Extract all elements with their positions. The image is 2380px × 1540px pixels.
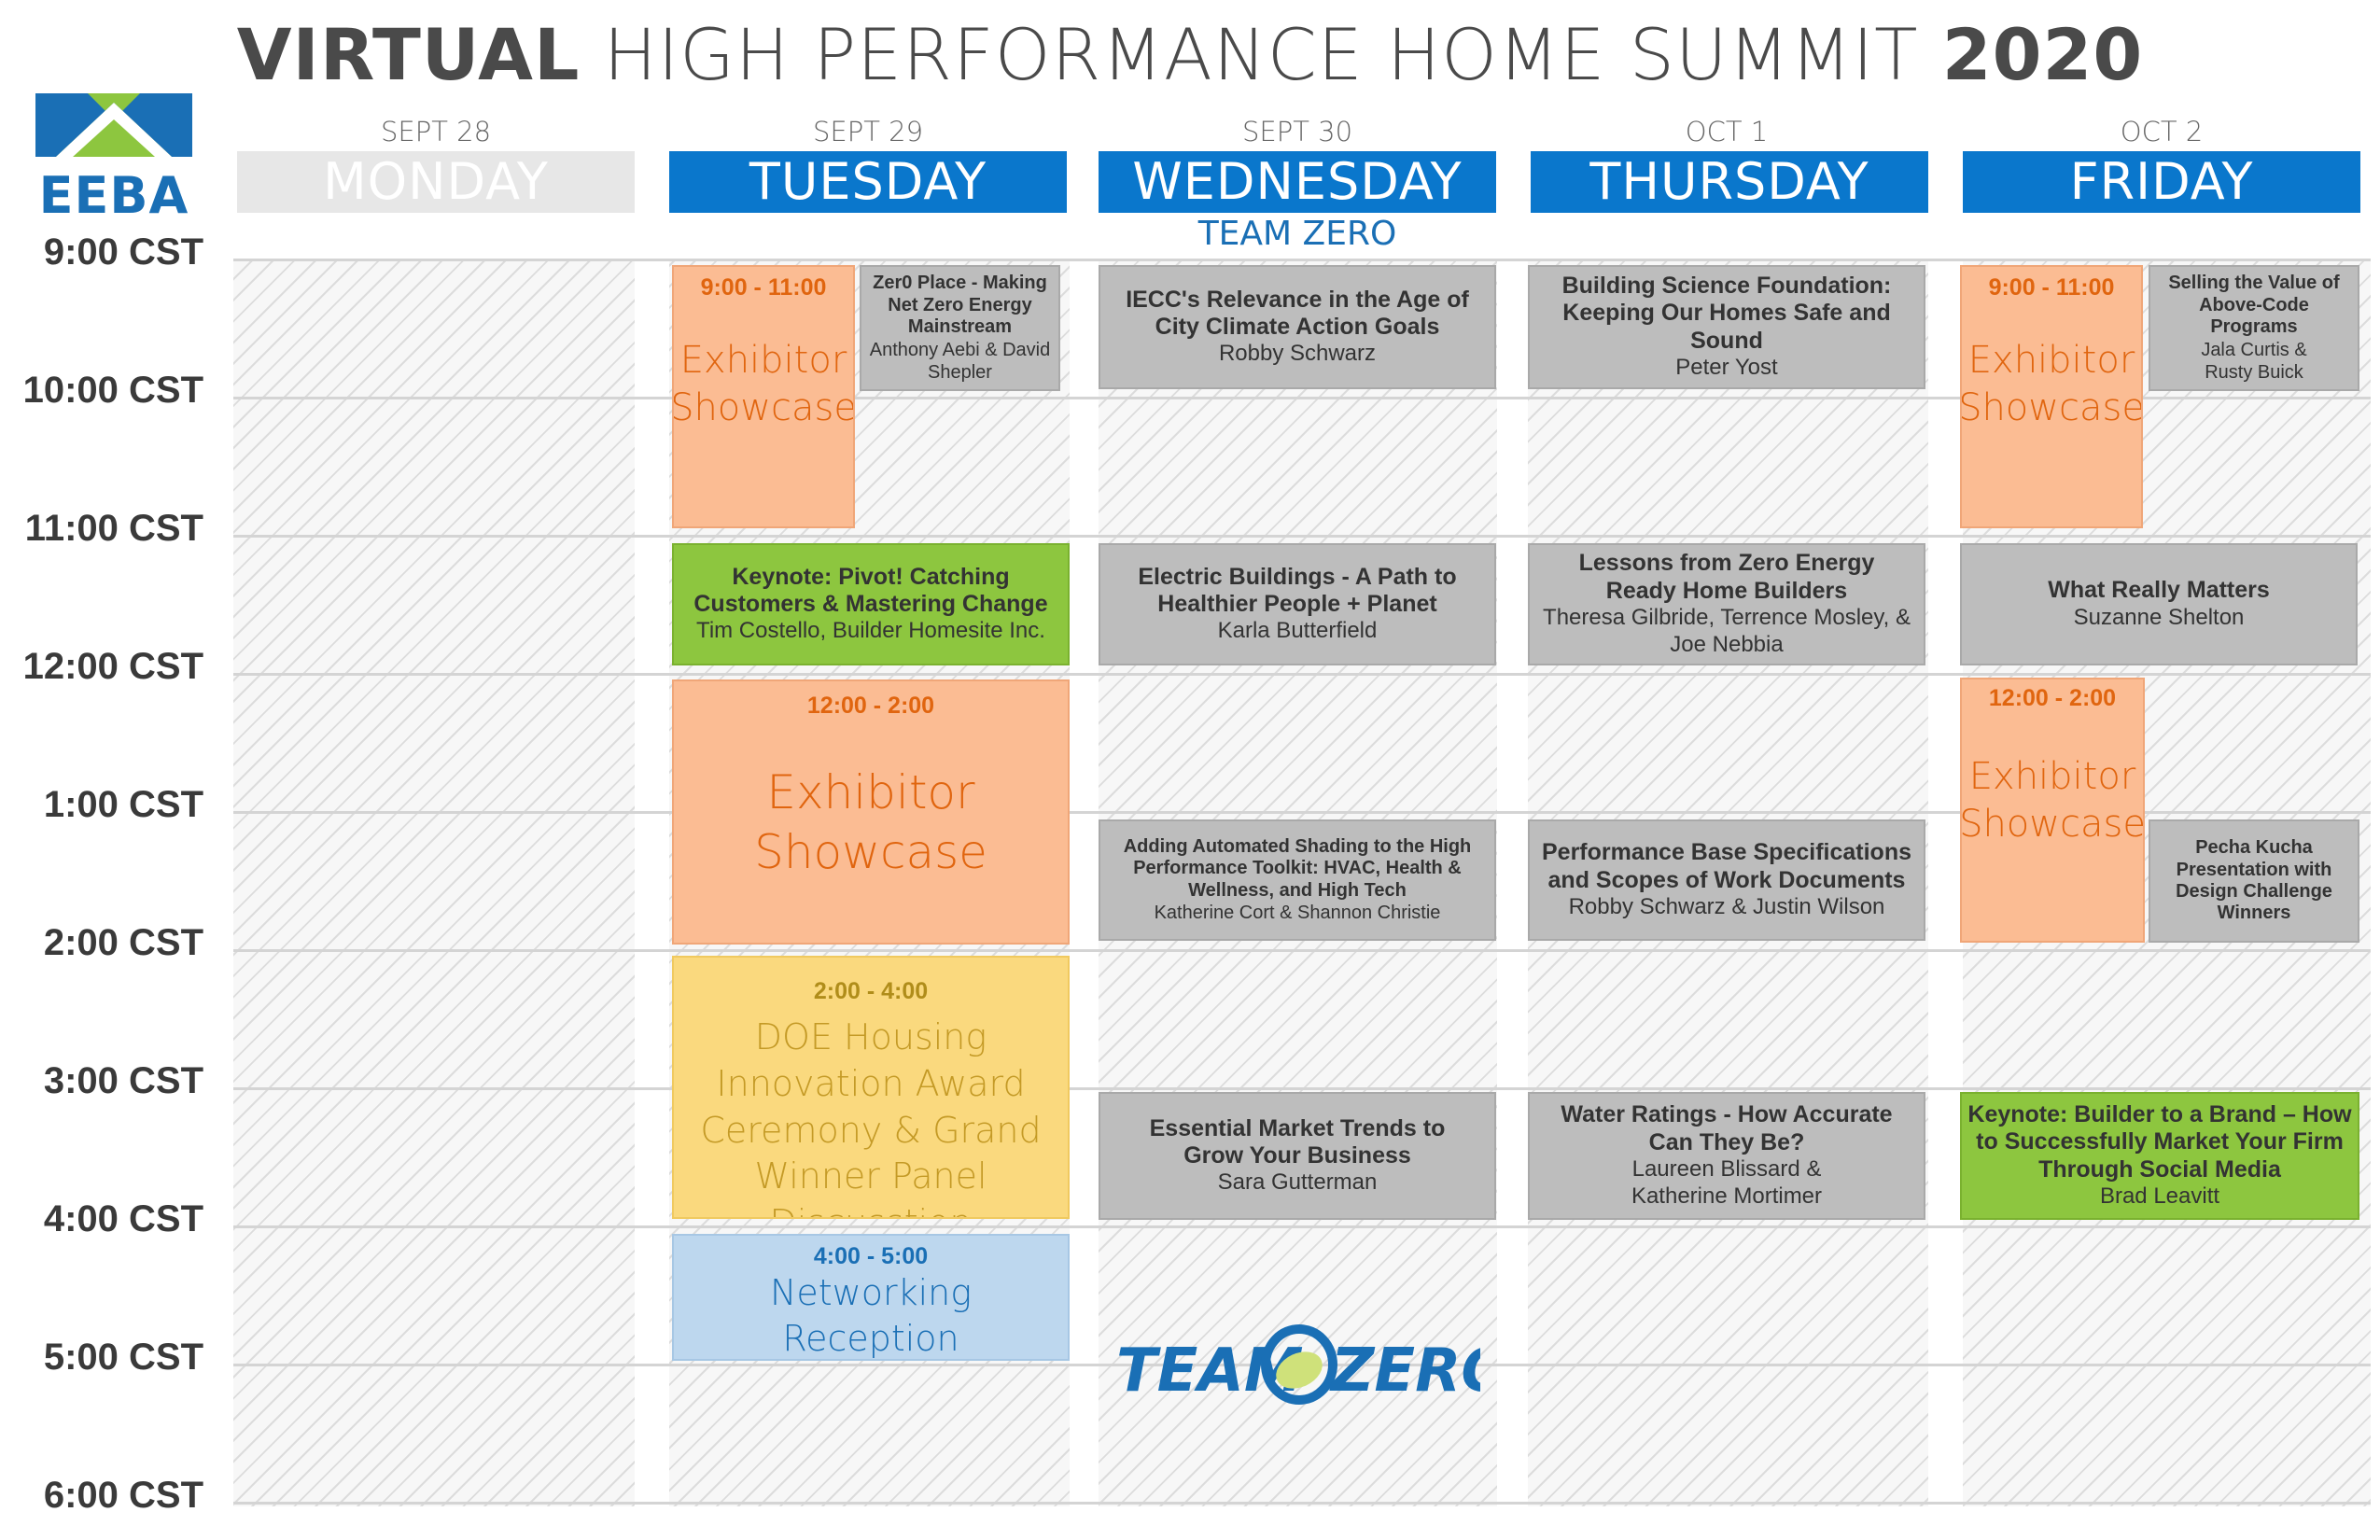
session-title: Essential Market Trends to Grow Your Bus…: [1149, 1114, 1446, 1169]
session-title: Lessons from Zero Energy Ready Home Buil…: [1578, 550, 1875, 604]
hour-line: [233, 1502, 2371, 1505]
session-title: DOE Housing Innovation Award Ceremony & …: [700, 1016, 1042, 1217]
session-speaker: Karla Butterfield: [1217, 618, 1378, 644]
session-speaker: Robby Schwarz: [1218, 341, 1377, 367]
session-title: Zer0 Place - Making Net Zero Energy Main…: [873, 273, 1047, 338]
team-zero-logo-icon: TEAM ZERO: [1116, 1324, 1480, 1406]
time-label: 10:00 CST: [22, 370, 203, 411]
session-time: 9:00 - 11:00: [1988, 274, 2115, 301]
hour-line: [233, 1087, 2371, 1090]
session-speaker: Peter Yost: [1675, 354, 1778, 380]
hour-line: [233, 949, 2371, 952]
session-title: Exhibitor Showcase: [1960, 755, 2145, 847]
session-time: 2:00 - 4:00: [813, 978, 929, 1004]
day-header-monday: MONDAY: [237, 151, 635, 213]
page-title: VIRTUAL HIGH PERFORMANCE HOME SUMMIT 202…: [236, 13, 2144, 96]
hour-line: [233, 397, 2371, 399]
session-wed-electric-buildings[interactable]: Electric Buildings - A Path to Healthier…: [1099, 543, 1496, 665]
session-speaker: Brad Leavitt: [2099, 1183, 2220, 1209]
session-title: Exhibitor Showcase: [672, 339, 855, 430]
session-title: IECC's Relevance in the Age of City Clim…: [1126, 286, 1469, 341]
session-fri-what-really-matters[interactable]: What Really Matters Suzanne Shelton: [1960, 543, 2358, 665]
column-gutter: [1928, 259, 1963, 1506]
session-speaker: Anthony Aebi & David Shepler: [869, 339, 1051, 383]
session-thu-building-science[interactable]: Building Science Foundation: Keeping Our…: [1528, 265, 1925, 389]
session-speaker: Suzanne Shelton: [2073, 604, 2245, 630]
day-header-tuesday: TUESDAY: [669, 151, 1067, 213]
time-label: 4:00 CST: [43, 1198, 203, 1239]
session-fri-exhibitor-showcase-pm[interactable]: 12:00 - 2:00 Exhibitor Showcase: [1960, 678, 2145, 943]
session-speaker: Laureen Blissard & Katherine Mortimer: [1631, 1155, 1823, 1209]
hour-line: [233, 535, 2371, 538]
session-tue-doe-awards[interactable]: 2:00 - 4:00 DOE Housing Innovation Award…: [672, 956, 1070, 1219]
session-tue-keynote[interactable]: Keynote: Pivot! Catching Customers & Mas…: [672, 543, 1070, 665]
session-time: 12:00 - 2:00: [806, 693, 935, 719]
session-title: Exhibitor Showcase: [1960, 339, 2143, 430]
session-time: 12:00 - 2:00: [1988, 685, 2117, 711]
session-tue-zer0-place[interactable]: Zer0 Place - Making Net Zero Energy Main…: [860, 265, 1060, 391]
session-thu-zero-energy-lessons[interactable]: Lessons from Zero Energy Ready Home Buil…: [1528, 543, 1925, 665]
eeba-logo-icon: [35, 93, 192, 157]
day-header-thursday: THURSDAY: [1531, 151, 1928, 213]
team-zero-logo-right: ZERO: [1329, 1337, 1480, 1406]
column-gutter: [1497, 259, 1528, 1506]
time-label: 1:00 CST: [43, 784, 203, 825]
session-title: Exhibitor Showcase: [754, 765, 987, 879]
time-label: 5:00 CST: [43, 1337, 203, 1378]
session-speaker: Robby Schwarz & Justin Wilson: [1568, 893, 1885, 919]
date-monday: SEPT 28: [380, 116, 492, 147]
session-speaker: Tim Costello, Builder Homesite Inc.: [696, 618, 1045, 644]
session-tue-exhibitor-showcase-am[interactable]: 9:00 - 11:00 Exhibitor Showcase: [672, 265, 855, 528]
session-title: What Really Matters: [2048, 577, 2270, 604]
hour-line: [233, 1225, 2371, 1228]
session-tue-exhibitor-showcase-pm[interactable]: 12:00 - 2:00 Exhibitor Showcase: [672, 679, 1070, 945]
time-label: 6:00 CST: [43, 1475, 203, 1516]
session-time: 4:00 - 5:00: [813, 1243, 929, 1269]
session-title: Pecha Kucha Presentation with Design Cha…: [2176, 837, 2332, 924]
day-header-wednesday: WEDNESDAY: [1099, 151, 1496, 213]
time-label: 11:00 CST: [24, 508, 203, 549]
hour-line: [233, 811, 2371, 814]
column-gutter: [1070, 259, 1099, 1506]
session-speaker: Katherine Cort & Shannon Christie: [1154, 903, 1441, 924]
session-fri-selling-value[interactable]: Selling the Value of Above-Code Programs…: [2149, 265, 2359, 391]
session-time: 9:00 - 11:00: [700, 274, 827, 301]
time-label: 12:00 CST: [22, 646, 203, 687]
eeba-logo-text: EEBA: [38, 166, 189, 225]
session-fri-keynote[interactable]: Keynote: Builder to a Brand – How to Suc…: [1960, 1092, 2359, 1220]
session-speaker: Theresa Gilbride, Terrence Mosley, & Joe…: [1543, 604, 1911, 657]
date-thursday: OCT 1: [1685, 116, 1769, 147]
session-title: Keynote: Builder to a Brand – How to Suc…: [1967, 1101, 2352, 1183]
hour-line: [233, 259, 2371, 261]
session-fri-exhibitor-showcase-am[interactable]: 9:00 - 11:00 Exhibitor Showcase: [1960, 265, 2143, 528]
session-title: Keynote: Pivot! Catching Customers & Mas…: [693, 563, 1048, 618]
session-fri-pecha-kucha[interactable]: Pecha Kucha Presentation with Design Cha…: [2149, 819, 2359, 943]
session-title: Selling the Value of Above-Code Programs: [2168, 273, 2340, 338]
date-friday: OCT 2: [2120, 116, 2204, 147]
session-wed-automated-shading[interactable]: Adding Automated Shading to the High Per…: [1099, 819, 1496, 941]
time-label: 3:00 CST: [43, 1060, 203, 1101]
time-label: 9:00 CST: [43, 231, 203, 273]
session-wed-market-trends[interactable]: Essential Market Trends to Grow Your Bus…: [1099, 1092, 1496, 1220]
session-speaker: Jala Curtis & Rusty Buick: [2201, 339, 2307, 383]
session-title: Performance Base Specifications and Scop…: [1542, 839, 1911, 893]
session-speaker: Sara Gutterman: [1217, 1169, 1378, 1196]
column-gutter: [635, 259, 669, 1506]
session-title: Electric Buildings - A Path to Healthier…: [1138, 563, 1457, 618]
session-wed-iecc[interactable]: IECC's Relevance in the Age of City Clim…: [1099, 265, 1496, 389]
session-title: Water Ratings - How Accurate Can They Be…: [1561, 1101, 1893, 1155]
day-header-friday: FRIDAY: [1963, 151, 2360, 213]
session-tue-networking[interactable]: 4:00 - 5:00 Networking Reception: [672, 1234, 1070, 1361]
session-thu-performance-specs[interactable]: Performance Base Specifications and Scop…: [1528, 819, 1925, 941]
session-title: Networking Reception: [769, 1272, 973, 1360]
wednesday-subtitle: TEAM ZERO: [1197, 215, 1397, 253]
session-thu-water-ratings[interactable]: Water Ratings - How Accurate Can They Be…: [1528, 1092, 1925, 1220]
date-tuesday: SEPT 29: [812, 116, 924, 147]
session-title: Building Science Foundation: Keeping Our…: [1561, 273, 1892, 354]
date-wednesday: SEPT 30: [1241, 116, 1353, 147]
hour-line: [233, 673, 2371, 676]
time-label: 2:00 CST: [43, 922, 203, 963]
session-title: Adding Automated Shading to the High Per…: [1123, 835, 1472, 901]
